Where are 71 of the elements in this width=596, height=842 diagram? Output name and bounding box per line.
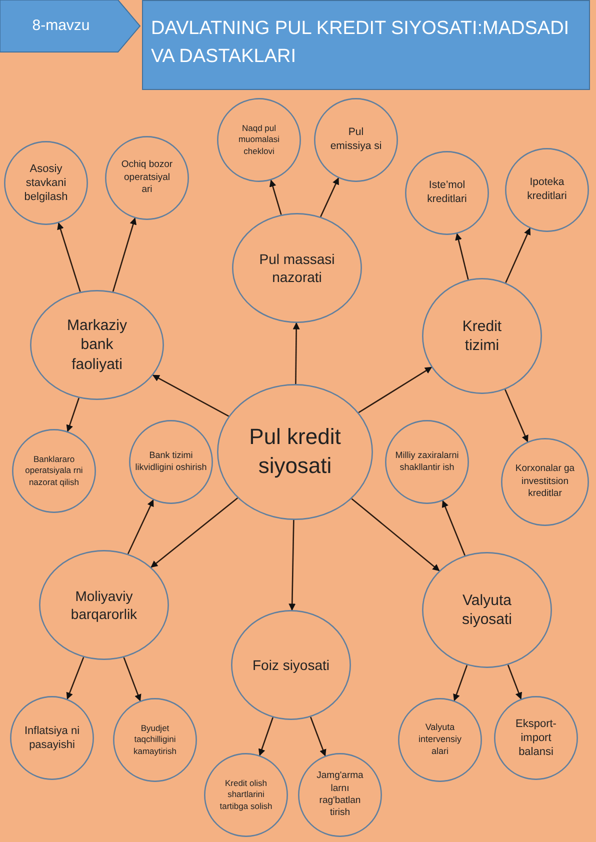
arrow bbox=[112, 218, 137, 292]
topic-circle bbox=[231, 610, 351, 720]
topic-circle bbox=[10, 696, 94, 780]
circle-label: Pul emissiya si bbox=[329, 126, 383, 154]
circle-label: Byudjet taqchilligini kamaytirish bbox=[132, 723, 178, 757]
arrow bbox=[507, 664, 522, 700]
circle-label: Valyuta siyosati bbox=[460, 590, 514, 630]
topic-circle bbox=[405, 151, 489, 235]
arrow bbox=[150, 498, 238, 568]
topic-circle bbox=[30, 290, 164, 400]
arrow bbox=[351, 498, 440, 572]
topic-circle bbox=[232, 213, 362, 323]
topic-circle bbox=[385, 420, 469, 504]
arrow bbox=[152, 374, 229, 417]
topic-circle bbox=[501, 438, 589, 526]
pentagon-banner bbox=[0, 0, 140, 52]
circle-label: Jamg'arma larnı rag'batlan tirish bbox=[316, 770, 364, 820]
arrow bbox=[292, 322, 300, 384]
topic-circle bbox=[39, 550, 169, 660]
arrow bbox=[310, 716, 326, 756]
arrow bbox=[504, 389, 528, 442]
topic-circle bbox=[422, 552, 552, 668]
circle-label: 8-mavzu bbox=[31, 16, 91, 36]
circle-label: Bank tizimi likvidligini oshirish bbox=[135, 450, 207, 474]
arrow bbox=[505, 228, 531, 283]
arrow bbox=[320, 177, 339, 218]
circle-label: Inflatsiya ni pasayishi bbox=[23, 724, 81, 752]
topic-circle bbox=[204, 753, 288, 837]
topic-circle bbox=[217, 384, 373, 520]
arrow bbox=[269, 180, 282, 215]
circle-label: Milliy zaxiralarni shakllantir ish bbox=[394, 450, 460, 474]
topic-circle bbox=[505, 148, 589, 232]
circle-label: Korxonalar ga investitsion kreditlar bbox=[514, 463, 576, 501]
arrow bbox=[288, 520, 296, 611]
topic-circle bbox=[494, 696, 578, 780]
circle-label: Ochiq bozor operatsiyal ari bbox=[120, 159, 174, 197]
circle-label: Markaziy bank faoliyati bbox=[66, 316, 128, 374]
arrow bbox=[453, 664, 468, 702]
circle-label: Pul massasi nazorati bbox=[258, 250, 336, 286]
topic-circle bbox=[314, 98, 398, 182]
arrow bbox=[66, 656, 84, 700]
topic-circle bbox=[298, 753, 382, 837]
circle-label: Moliyaviy barqarorlik bbox=[70, 586, 138, 624]
title-text: DAVLATNING PUL KREDIT SIYOSATI:MADSADI VA DASTAKLARI bbox=[151, 17, 570, 69]
circle-label: Iste’mol kreditlari bbox=[426, 179, 468, 207]
topic-circle bbox=[113, 698, 197, 782]
arrow bbox=[455, 233, 469, 280]
topic-circle bbox=[398, 698, 482, 782]
circle-label: Naqd pul muomalasi cheklovi bbox=[237, 123, 281, 157]
circle-label: Eksport- import balansi bbox=[514, 716, 558, 760]
arrow bbox=[258, 717, 274, 756]
arrow bbox=[442, 500, 466, 556]
topic-circle bbox=[12, 429, 96, 513]
topic-circle bbox=[105, 136, 189, 220]
topic-circle bbox=[217, 98, 301, 182]
circle-label: Asosiy stavkani belgilash bbox=[23, 162, 69, 204]
arrow bbox=[123, 657, 142, 702]
circle-label: Kredit tizimi bbox=[461, 316, 503, 356]
topic-circle bbox=[129, 420, 213, 504]
topic-circle bbox=[422, 278, 542, 394]
circle-label: Banklararo operatsiyala rni nazorat qilish bbox=[24, 454, 84, 488]
circle-label: Kredit olish shartlarini tartibga solish bbox=[218, 778, 274, 812]
circle-label: Ipoteka kreditlari bbox=[526, 176, 568, 204]
arrow bbox=[66, 398, 80, 432]
circle-label: Pul kredit siyosati bbox=[248, 423, 342, 480]
arrow bbox=[127, 499, 154, 554]
circle-label: Valyuta intervensiy alari bbox=[417, 722, 463, 758]
circle-label: Foiz siyosati bbox=[251, 656, 331, 674]
topic-circle bbox=[4, 141, 88, 225]
arrow bbox=[57, 222, 81, 292]
arrow bbox=[358, 366, 432, 414]
